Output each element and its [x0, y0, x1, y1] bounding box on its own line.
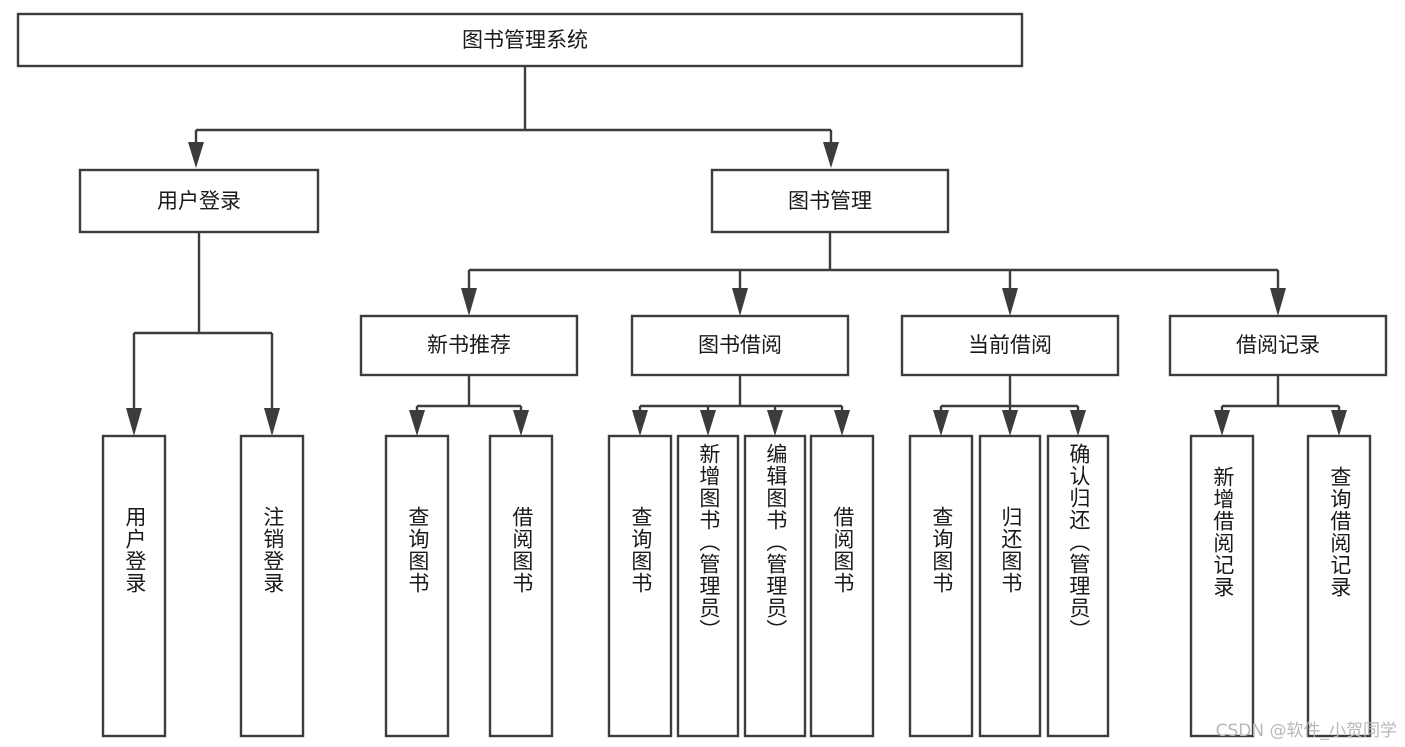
arrow-borrow-leaf-4	[834, 410, 850, 436]
edge-group	[126, 66, 1347, 436]
node-user-login-box[interactable]	[78, 168, 320, 234]
node-new-book-recommend[interactable]: 新书推荐	[359, 314, 579, 377]
arrow-userlogin-leaf-2	[264, 408, 280, 436]
arrow-bookmgmt-to-borrow	[732, 288, 748, 316]
csdn-watermark: CSDN @软件_小贺同学	[1215, 721, 1397, 741]
node-current-borrow[interactable]: 当前借阅	[900, 314, 1120, 377]
node-user-login[interactable]: 用户登录	[78, 168, 320, 234]
arrow-root-to-bookmgmt	[823, 142, 839, 168]
leaf-box-borrow-record-2[interactable]	[1306, 434, 1372, 738]
node-new-book-recommend-label: 新书推荐	[427, 333, 511, 357]
leaf-box-current-borrow-1[interactable]	[908, 434, 974, 738]
arrow-borrow-leaf-2	[700, 410, 716, 436]
arrow-userlogin-leaf-1	[126, 408, 142, 436]
arrow-bookmgmt-to-record	[1270, 288, 1286, 316]
leaf-box-book-borrow-2[interactable]	[676, 434, 740, 738]
node-book-management-box[interactable]	[710, 168, 950, 234]
node-book-borrow-box[interactable]	[630, 314, 850, 377]
node-borrow-record-label: 借阅记录	[1236, 333, 1320, 357]
arrow-current-leaf-3	[1070, 410, 1086, 436]
leaf-box-new-book-1[interactable]	[384, 434, 450, 738]
arrow-borrow-leaf-3	[767, 410, 783, 436]
arrow-root-to-userlogin	[188, 142, 204, 168]
node-user-login-label: 用户登录	[157, 189, 241, 213]
leaf-box-new-book-2[interactable]	[488, 434, 554, 738]
node-book-management-label: 图书管理	[788, 189, 872, 213]
leaf-box-current-borrow-3[interactable]	[1046, 434, 1110, 738]
node-borrow-record-box[interactable]	[1168, 314, 1388, 377]
arrow-bookmgmt-to-current	[1002, 288, 1018, 316]
leaf-box-book-borrow-3[interactable]	[743, 434, 807, 738]
arrow-borrow-leaf-1	[632, 410, 648, 436]
leaf-box-user-login-2[interactable]	[239, 434, 305, 738]
node-book-borrow-label: 图书借阅	[698, 333, 782, 357]
arrow-newbook-leaf-1	[409, 410, 425, 436]
node-current-borrow-label: 当前借阅	[968, 333, 1052, 357]
leaf-box-current-borrow-2[interactable]	[978, 434, 1042, 738]
leaf-box-borrow-record-1[interactable]	[1189, 434, 1255, 738]
leaf-box-user-login-1[interactable]	[101, 434, 167, 738]
node-book-borrow[interactable]: 图书借阅	[630, 314, 850, 377]
arrow-newbook-leaf-2	[513, 410, 529, 436]
node-book-management[interactable]: 图书管理	[710, 168, 950, 234]
leaf-box-book-borrow-4[interactable]	[809, 434, 875, 738]
leaf-box-book-borrow-1[interactable]	[607, 434, 673, 738]
node-current-borrow-box[interactable]	[900, 314, 1120, 377]
node-root-box[interactable]	[16, 12, 1024, 68]
node-root-label: 图书管理系统	[462, 28, 588, 52]
arrow-record-leaf-1	[1214, 410, 1230, 436]
arrow-bookmgmt-to-newbook	[461, 288, 477, 316]
arrow-current-leaf-2	[1002, 410, 1018, 436]
arrow-current-leaf-1	[933, 410, 949, 436]
node-root[interactable]: 图书管理系统	[16, 12, 1024, 68]
node-borrow-record[interactable]: 借阅记录	[1168, 314, 1388, 377]
arrow-record-leaf-2	[1331, 410, 1347, 436]
node-new-book-recommend-box[interactable]	[359, 314, 579, 377]
